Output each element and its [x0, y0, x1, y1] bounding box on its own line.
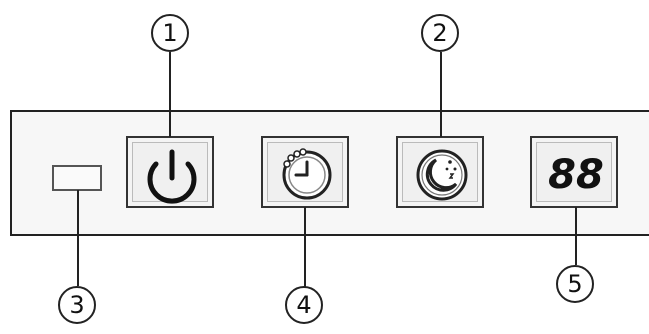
digital-display-face: [536, 142, 612, 202]
leader-line-5: [575, 207, 577, 265]
status-indicator-light: [52, 165, 102, 191]
timer-icon: [282, 148, 332, 200]
display-digits-graphic: 88: [548, 152, 604, 198]
callout-5: 5: [556, 265, 594, 303]
leader-line-2: [440, 52, 442, 137]
leader-line-4: [304, 207, 306, 287]
power-button[interactable]: [126, 136, 214, 208]
leader-line-1: [169, 52, 171, 137]
callout-2: 2: [421, 14, 459, 52]
callout-1: 1: [151, 14, 189, 52]
callout-3: 3: [58, 286, 96, 324]
callout-4: 4: [285, 286, 323, 324]
digital-display: 88: [530, 136, 618, 208]
leader-line-3: [77, 190, 79, 286]
display-digits: 88: [548, 152, 604, 198]
sleep-moon-icon: [416, 149, 468, 201]
power-icon: [147, 149, 197, 204]
sleep-button[interactable]: [396, 136, 484, 208]
timer-button[interactable]: [261, 136, 349, 208]
